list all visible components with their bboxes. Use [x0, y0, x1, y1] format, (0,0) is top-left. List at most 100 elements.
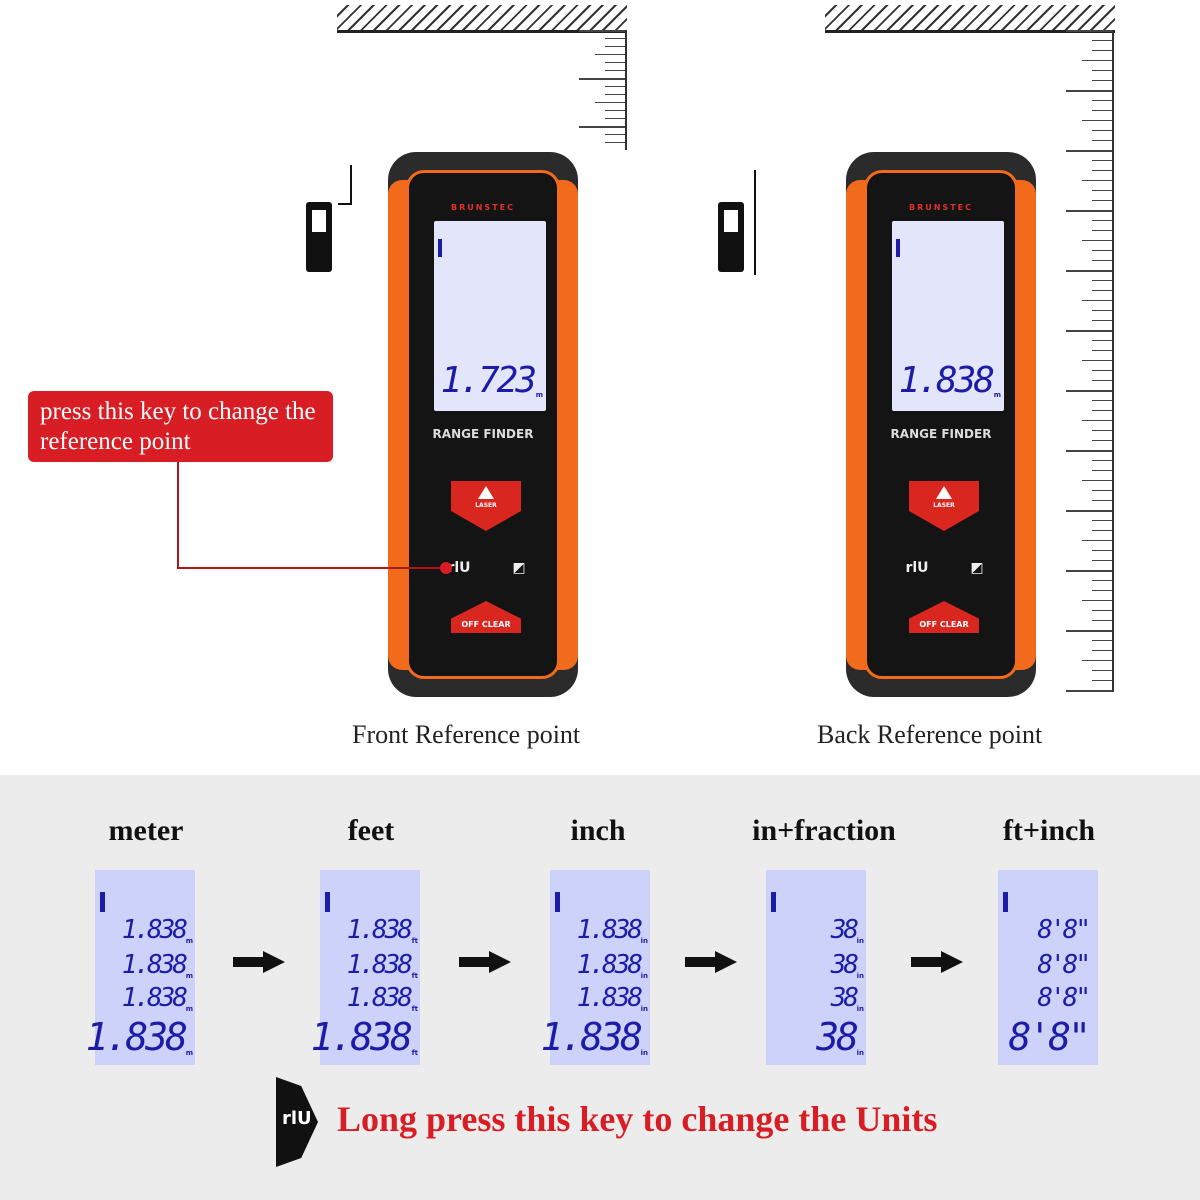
- ruler-tick: [1092, 80, 1112, 81]
- ruler-tick: [1092, 340, 1112, 341]
- ruler-tick: [1092, 310, 1112, 311]
- ruler-tick: [1092, 280, 1112, 281]
- caption-front: Front Reference point: [352, 720, 581, 749]
- lcd-row: 1.838: [310, 1015, 413, 1059]
- ruler-tick: [605, 46, 625, 47]
- ruler-tick: [1092, 100, 1112, 101]
- ruler-tick: [1092, 580, 1112, 581]
- lcd-unit: in: [856, 937, 864, 945]
- off-clear-key[interactable]: OFF CLEAR: [451, 601, 521, 633]
- lcd-unit: m: [185, 1005, 193, 1013]
- ruler-tick: [1092, 500, 1112, 501]
- ruler-tick: [1092, 370, 1112, 371]
- ruler-tick: [1092, 70, 1112, 71]
- ruler-tick: [1082, 120, 1112, 121]
- ruler-tick: [605, 110, 625, 111]
- ruler-tick: [1066, 90, 1112, 92]
- lcd-row: 8'8": [1037, 915, 1091, 945]
- ruler-tick: [1066, 330, 1112, 332]
- ruler-tick: [1092, 220, 1112, 221]
- ruler-tick: [1092, 520, 1112, 521]
- lcd-row: 1.838: [121, 915, 188, 945]
- ruler-tick: [605, 142, 625, 143]
- lcd-reading: 1.838: [898, 360, 995, 401]
- laser-key-label: LASER: [475, 502, 497, 509]
- lcd-unit: m: [535, 391, 543, 399]
- laser-key[interactable]: LASER: [451, 481, 521, 531]
- ruler-tick: [1082, 420, 1112, 421]
- lcd-unit: m: [185, 1049, 193, 1057]
- unit-heading: inch: [570, 814, 626, 847]
- reference-unit-key[interactable]: rlU: [447, 560, 471, 576]
- ruler-tick: [605, 118, 625, 119]
- battery-icon: [555, 892, 560, 912]
- lcd-row: 8'8": [1037, 950, 1091, 980]
- ruler-tick: [579, 126, 625, 128]
- ruler-tick: [1066, 570, 1112, 572]
- lcd-row: 1.838: [540, 1015, 643, 1059]
- ruler-tick: [1092, 110, 1112, 111]
- battery-icon: [325, 892, 330, 912]
- arrow-up-icon: [338, 165, 352, 205]
- function-key[interactable]: ◩: [970, 560, 984, 576]
- ruler-tick: [1092, 650, 1112, 651]
- arrow-right-icon: [459, 951, 511, 973]
- lcd-row: 1.838: [121, 983, 188, 1013]
- lcd-unit: in: [640, 972, 648, 980]
- lcd-unit: ft: [411, 1005, 418, 1013]
- ruler-tick: [1092, 200, 1112, 201]
- brand-logo: BRUNSTEC: [908, 203, 973, 212]
- reference-unit-key[interactable]: rlU: [905, 560, 929, 576]
- ruler-tick: [1082, 600, 1112, 601]
- arrow-right-icon: [685, 951, 737, 973]
- ruler-tick: [1066, 30, 1112, 32]
- pointer-dot: [440, 562, 452, 574]
- ruler-tick: [1092, 160, 1112, 161]
- ruler-tick: [1092, 440, 1112, 441]
- ruler-tick: [1092, 190, 1112, 191]
- off-clear-key[interactable]: OFF CLEAR: [909, 601, 979, 633]
- ruler-tick: [1082, 660, 1112, 661]
- ruler-tick: [1066, 690, 1112, 692]
- device-label: RANGE FINDER: [432, 427, 534, 441]
- ruler-tick: [1092, 250, 1112, 251]
- ruler-tick: [1066, 390, 1112, 392]
- ruler-tick: [1092, 260, 1112, 261]
- ruler-tick: [1092, 410, 1112, 411]
- ruler-tick: [1092, 550, 1112, 551]
- ruler-tick: [1092, 320, 1112, 321]
- lcd-unit: ft: [411, 972, 418, 980]
- footer-instruction: Long press this key to change the Units: [337, 1099, 938, 1139]
- ruler-tick: [1092, 170, 1112, 171]
- lcd-unit: in: [856, 1049, 864, 1057]
- laser-warning-icon: [936, 486, 952, 499]
- unit-heading: ft+inch: [1002, 814, 1096, 847]
- ruler-tick: [1092, 290, 1112, 291]
- lcd-row: 1.838: [346, 950, 413, 980]
- laser-key[interactable]: LASER: [909, 481, 979, 531]
- callout-leader-line: [177, 462, 447, 569]
- battery-icon: [100, 892, 105, 912]
- lcd-unit: in: [640, 1005, 648, 1013]
- caption-back: Back Reference point: [817, 720, 1043, 749]
- lcd-row: 38: [830, 915, 859, 945]
- ceiling-hatch: [337, 5, 627, 33]
- lcd-unit: m: [993, 391, 1001, 399]
- ruler-tick: [1066, 210, 1112, 212]
- lcd-row: 1.838: [346, 983, 413, 1013]
- function-key[interactable]: ◩: [512, 560, 526, 576]
- ruler-tick: [1092, 640, 1112, 641]
- ruler-tick: [1066, 150, 1112, 152]
- lcd-unit: in: [640, 1049, 648, 1057]
- ruler-tick: [605, 70, 625, 71]
- ruler-tick: [1092, 530, 1112, 531]
- ruler-tick: [1082, 480, 1112, 481]
- lcd-unit: in: [856, 972, 864, 980]
- ruler-tick: [1092, 590, 1112, 591]
- arrow-right-icon: [233, 951, 285, 973]
- unit-heading: feet: [347, 814, 395, 847]
- battery-icon: [1003, 892, 1008, 912]
